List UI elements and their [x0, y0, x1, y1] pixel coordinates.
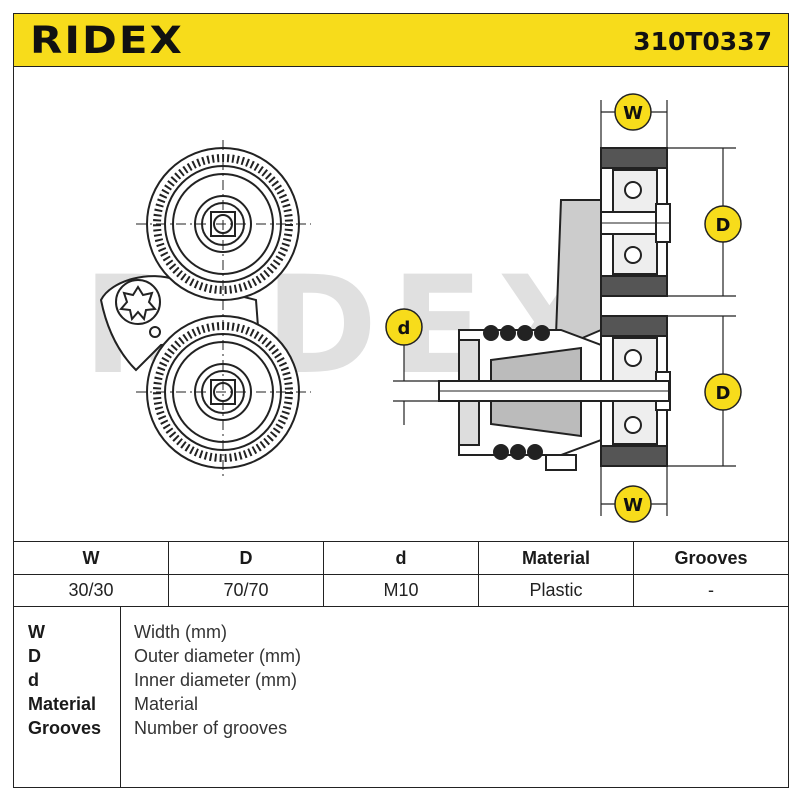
spec-table: W D d Material Grooves 30/30 70/70 M10 P…: [13, 541, 789, 607]
badge-width-bottom: [614, 485, 652, 523]
dimension-badges: W W D D d: [385, 93, 742, 523]
badge-inner: [385, 308, 423, 346]
legend-desc: Outer diameter (mm): [134, 646, 302, 666]
header-bar: RIDEX 310T0337: [13, 13, 789, 67]
legend-key: Material: [28, 694, 97, 714]
spec-value-cell: -: [633, 574, 789, 607]
legend-key: D: [28, 646, 41, 666]
technical-drawing: RIDEX: [13, 67, 789, 541]
spec-table-value-row: 30/30 70/70 M10 Plastic -: [13, 574, 789, 607]
legend-divider: [120, 606, 121, 787]
section-view: [438, 147, 671, 471]
front-view: [99, 140, 311, 480]
badge-width-bottom-label: W: [623, 495, 643, 516]
badge-outer-bottom: [704, 373, 742, 411]
legend-box: W D d Material Grooves Width (mm) Outer …: [13, 606, 789, 788]
legend-descriptions: Width (mm) Outer diameter (mm) Inner dia…: [134, 620, 301, 740]
brand-logo: RIDEX: [30, 18, 184, 63]
spec-value-cell: Plastic: [478, 574, 634, 607]
badge-outer-top: [704, 205, 742, 243]
badge-outer-bottom-label: D: [716, 383, 731, 404]
spec-header-cell: Grooves: [633, 541, 789, 575]
spec-table-header-row: W D d Material Grooves: [13, 541, 789, 575]
spec-value-cell: 30/30: [13, 574, 169, 607]
legend-desc: Width (mm): [134, 622, 227, 642]
spec-header-cell: W: [13, 541, 169, 575]
part-number: 310T0337: [633, 27, 772, 56]
legend-keys: W D d Material Grooves: [28, 620, 101, 740]
spec-header-cell: Material: [478, 541, 634, 575]
legend-desc: Number of grooves: [134, 718, 288, 738]
legend-key: Grooves: [28, 718, 102, 738]
spec-value-cell: M10: [323, 574, 479, 607]
spec-header-cell: D: [168, 541, 324, 575]
legend-key: d: [28, 670, 39, 690]
legend-key: W: [28, 622, 45, 642]
legend-desc: Material: [134, 694, 199, 714]
spec-header-cell: d: [323, 541, 479, 575]
badge-outer-top-label: D: [716, 215, 731, 236]
drawing-svg: RIDEX: [83, 93, 742, 523]
badge-width-top: [614, 93, 652, 131]
badge-width-top-label: W: [623, 103, 643, 124]
legend-desc: Inner diameter (mm): [134, 670, 298, 690]
badge-inner-label: d: [398, 318, 411, 339]
spec-value-cell: 70/70: [168, 574, 324, 607]
dimension-lines: [393, 100, 736, 516]
